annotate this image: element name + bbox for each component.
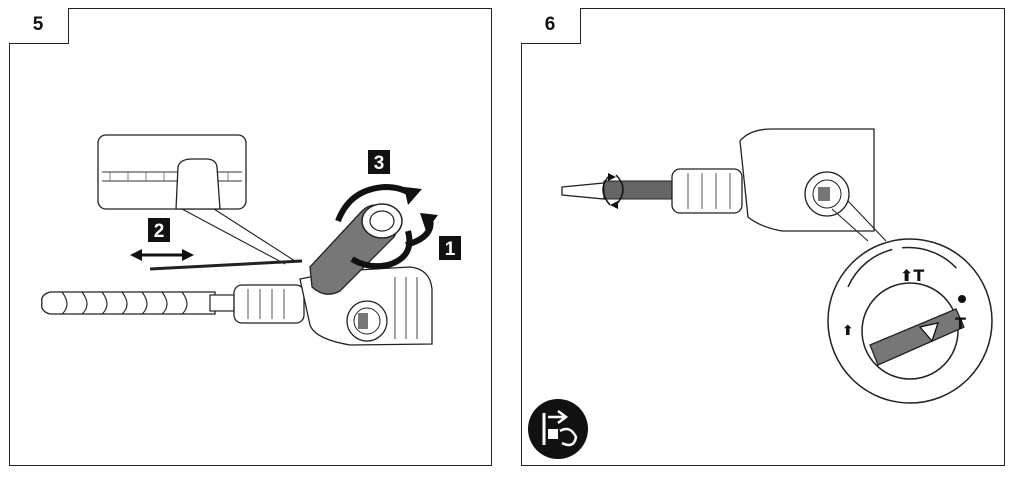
side-handle bbox=[309, 203, 403, 295]
step-number: 5 bbox=[8, 7, 69, 44]
unplug-warning-icon bbox=[528, 399, 588, 459]
svg-text:2: 2 bbox=[154, 221, 165, 242]
callout-tighten: 3 bbox=[368, 150, 390, 174]
svg-text:1: 1 bbox=[445, 239, 456, 260]
hammer-drill-icon bbox=[671, 128, 887, 242]
panel-5: 5 bbox=[8, 7, 492, 466]
mode-hammer-symbol: T bbox=[955, 314, 966, 333]
mode-drill-symbol: ⬆ bbox=[842, 323, 854, 339]
mode-selector-illustration: ⬆T T ⬆ bbox=[528, 128, 993, 459]
panel-6: 6 ⬆T bbox=[520, 7, 1005, 466]
depth-scale-detail bbox=[97, 134, 296, 265]
callout-rotate: 1 bbox=[439, 236, 461, 260]
depth-stop-icon bbox=[130, 249, 303, 271]
mode-selector-detail: ⬆T T ⬆ bbox=[827, 238, 993, 404]
step-number: 6 bbox=[520, 7, 581, 44]
svg-text:3: 3 bbox=[374, 153, 385, 174]
callout-adjust: 2 bbox=[148, 218, 170, 242]
screwdriver-bit-icon bbox=[561, 173, 675, 209]
drill-bit bbox=[41, 291, 235, 315]
drill-depth-stop-illustration: 2 3 1 bbox=[41, 134, 461, 346]
mode-drill-hammer-symbol: ⬆T bbox=[900, 266, 924, 285]
